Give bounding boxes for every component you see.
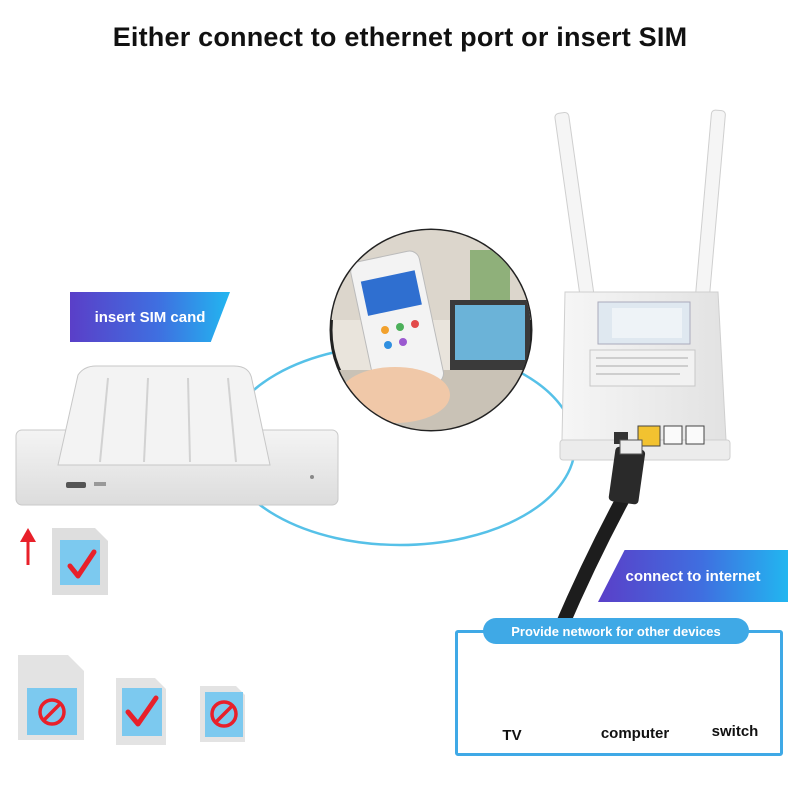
sim-device xyxy=(15,365,339,506)
device-label-tv: TV xyxy=(502,727,522,744)
connect-internet-tag: connect to internet xyxy=(598,550,788,602)
sim-card-standard xyxy=(18,655,84,740)
device-label-switch: switch xyxy=(711,723,759,740)
up-arrow-icon xyxy=(20,528,36,565)
device-label-computer: computer xyxy=(600,725,670,742)
router xyxy=(554,109,731,461)
sim-card-nano xyxy=(200,686,245,742)
prohibited-icon xyxy=(210,700,238,728)
insert-sim-tag: insert SIM cand xyxy=(70,292,230,342)
ethernet-cable xyxy=(553,439,646,637)
prohibited-icon xyxy=(38,698,66,726)
phone-circle xyxy=(329,228,533,432)
sim-card-check xyxy=(52,528,108,595)
devices-panel-title: Provide network for other devices xyxy=(483,618,749,644)
page-title: Either connect to ethernet port or inser… xyxy=(112,22,688,52)
sim-card-micro xyxy=(116,678,166,745)
check-icon xyxy=(67,549,97,579)
check-icon xyxy=(125,695,159,727)
